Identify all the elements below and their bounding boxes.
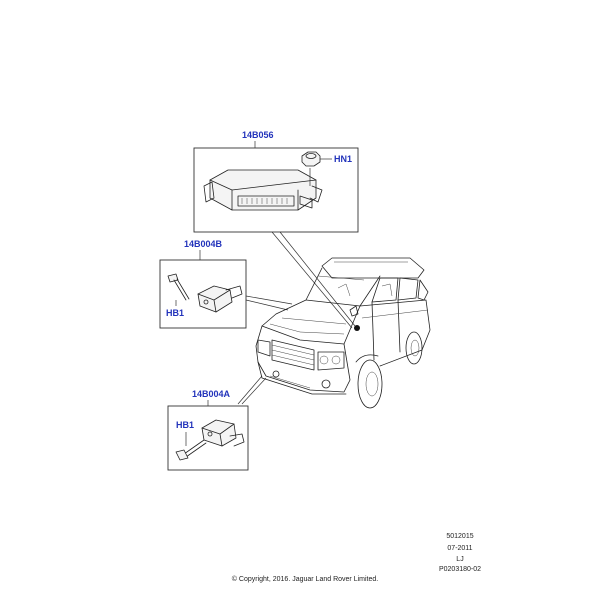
date-code: 07-2011: [447, 545, 473, 552]
upper-sensor-callout[interactable]: 14B004B HB1: [159, 239, 247, 329]
author-initials: LJ: [456, 556, 464, 563]
lower-sensor-part-number[interactable]: 14B004A: [192, 389, 231, 399]
leader-lines: [237, 231, 360, 405]
lower-bolt-image: [175, 439, 207, 461]
airbag-module-image: [203, 168, 323, 211]
drawing-code: P0203180-02: [438, 566, 482, 573]
upper-bolt-image: [167, 273, 190, 301]
module-part-number[interactable]: 14B056: [242, 130, 274, 140]
lower-sensor-callout[interactable]: 14B004A HB1: [167, 389, 249, 471]
upper-bolt-label[interactable]: HB1: [166, 308, 184, 318]
nut-image: [301, 151, 321, 167]
ref-number: 5012015: [446, 533, 474, 540]
vehicle-illustration: [255, 257, 431, 409]
upper-sensor-image: [197, 285, 243, 313]
nut-part-label[interactable]: HN1: [334, 154, 352, 164]
module-callout[interactable]: 14B056 HN1: [193, 130, 359, 233]
upper-sensor-part-number[interactable]: 14B004B: [184, 239, 223, 249]
copyright-notice: © Copyright, 2016. Jaguar Land Rover Lim…: [231, 576, 379, 583]
lower-bolt-label[interactable]: HB1: [176, 420, 194, 430]
